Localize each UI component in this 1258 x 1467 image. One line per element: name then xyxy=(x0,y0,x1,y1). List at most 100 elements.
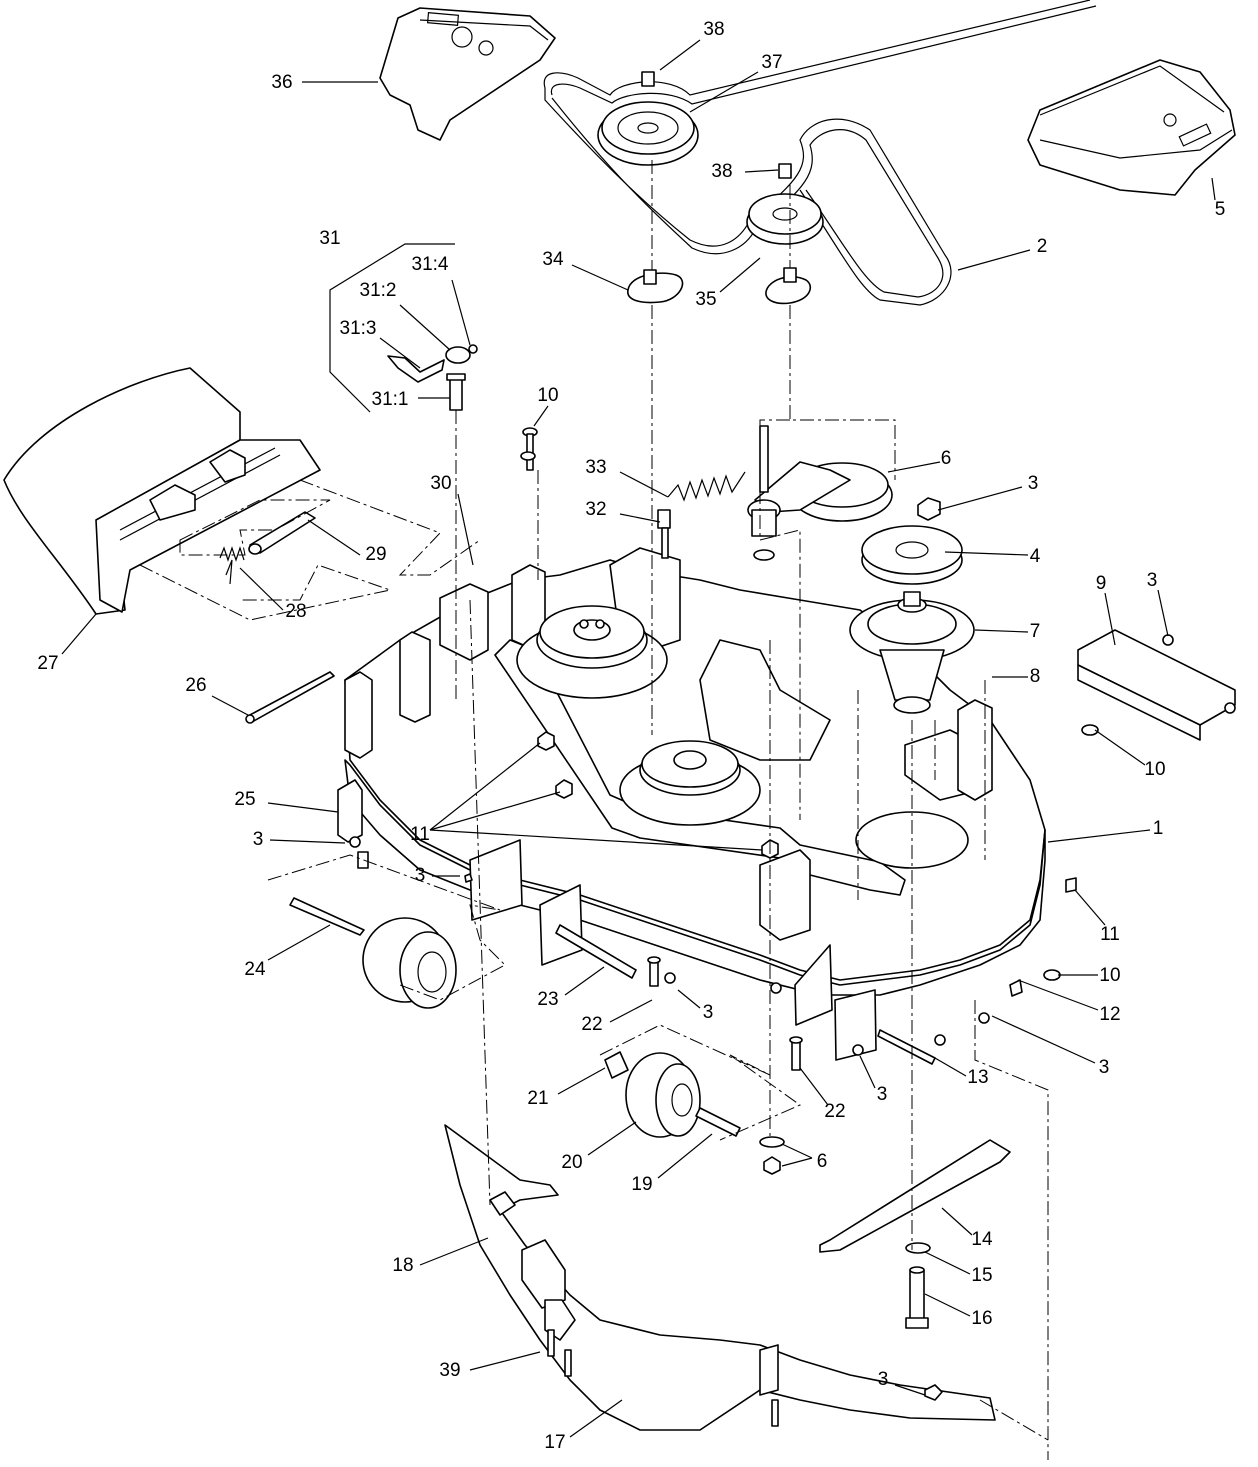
callout-label-c10b: 10 xyxy=(1144,759,1165,780)
caster-bracket-left xyxy=(464,839,637,979)
callout-label-c1: 1 xyxy=(1153,818,1164,839)
callout-label-c34: 34 xyxy=(542,249,564,270)
callout-leader-c24 xyxy=(267,924,331,961)
callout-label-c26: 26 xyxy=(185,675,206,696)
callout-label-c31_2: 31:2 xyxy=(360,280,397,301)
callout-leader-c16 xyxy=(924,1293,971,1317)
bracket-31 xyxy=(329,243,478,413)
callout-label-c3b: 3 xyxy=(1147,570,1158,591)
callout-label-c7: 7 xyxy=(1030,621,1041,642)
callout-label-c18: 18 xyxy=(392,1255,413,1276)
callout-leader-c10b xyxy=(1094,729,1146,766)
callout-leader-c34 xyxy=(571,264,629,291)
idler-pulley-37 xyxy=(597,71,699,166)
callout-leader-c3e xyxy=(677,989,701,1009)
spindle-right-7 xyxy=(849,591,975,714)
alignment-lines xyxy=(455,160,1049,1460)
callout-leader-c14 xyxy=(941,1207,973,1236)
discharge-chute xyxy=(3,367,321,615)
belt-cover-left xyxy=(379,7,556,141)
callout-leader-c39 xyxy=(469,1351,541,1371)
callout-leader-c11b xyxy=(1074,889,1106,926)
callout-label-c33: 33 xyxy=(585,457,606,478)
callout-leader-c30 xyxy=(457,493,474,566)
callout-leader-c28 xyxy=(239,567,284,611)
callout-leader-c31_2 xyxy=(399,304,451,351)
callout-leader-c37 xyxy=(689,71,759,113)
callout-label-c30: 30 xyxy=(430,473,451,494)
callout-leader-c31_4 xyxy=(451,279,471,346)
callout-label-c22a: 22 xyxy=(581,1014,602,1035)
callout-label-c5: 5 xyxy=(1215,199,1226,220)
callout-label-c6a: 6 xyxy=(941,448,952,469)
callout-label-c8: 8 xyxy=(1030,666,1041,687)
callout-label-c11a: 11 xyxy=(410,824,430,845)
bolt-32 xyxy=(657,509,671,559)
callout-label-c4: 4 xyxy=(1030,546,1041,567)
callout-leader-c21 xyxy=(557,1067,606,1095)
callout-label-c31: 31 xyxy=(319,228,340,249)
callout-leader-c6a xyxy=(887,461,941,473)
callout-label-c35: 35 xyxy=(695,289,716,310)
callout-leader-c22b xyxy=(799,1067,829,1106)
callout-label-c15: 15 xyxy=(971,1265,992,1286)
callout-leader-c17 xyxy=(569,1399,623,1438)
callout-label-c21: 21 xyxy=(527,1088,548,1109)
callout-leader-c2 xyxy=(957,249,1031,271)
callout-leader-c9 xyxy=(1104,592,1116,646)
callout-label-c38b: 38 xyxy=(711,161,732,182)
bolts-10 xyxy=(520,427,1099,981)
chute-dashed-box xyxy=(139,479,481,621)
callout-label-c13: 13 xyxy=(967,1067,988,1088)
rod-26 xyxy=(245,671,335,724)
callout-label-c31_3: 31:3 xyxy=(340,318,377,339)
callout-label-c22b: 22 xyxy=(824,1101,845,1122)
callout-label-c10a: 10 xyxy=(537,385,558,406)
callout-leader-c25 xyxy=(267,802,339,813)
callout-leader-c26 xyxy=(211,695,249,716)
callout-leader-c12 xyxy=(1017,979,1099,1011)
callout-label-c25: 25 xyxy=(234,789,255,810)
callout-label-c19: 19 xyxy=(631,1174,652,1195)
callout-leader-c3f xyxy=(991,1015,1096,1064)
callout-label-c2: 2 xyxy=(1037,236,1048,257)
callout-label-c31_4: 31:4 xyxy=(412,254,449,275)
pulley-4 xyxy=(861,525,963,585)
callout-label-c36: 36 xyxy=(271,72,292,93)
bracket-9 xyxy=(1077,629,1236,741)
spindle-center xyxy=(619,740,761,826)
callout-label-c3d: 3 xyxy=(415,865,426,886)
callout-leader-c3c xyxy=(269,839,346,844)
nut-3 xyxy=(917,497,941,521)
callout-leader-c31_3 xyxy=(379,337,421,369)
callout-label-c37: 37 xyxy=(761,52,782,73)
callout-label-c31_1: 31:1 xyxy=(372,389,409,410)
callout-leader-c13 xyxy=(934,1057,967,1077)
bolts-22-23 xyxy=(647,956,1023,1071)
callout-label-c27: 27 xyxy=(37,653,58,674)
bracket-25 xyxy=(337,779,369,869)
callout-leader-c3g xyxy=(859,1055,876,1089)
baffle-17 xyxy=(444,1124,996,1431)
callout-leader-c22a xyxy=(609,999,653,1023)
spring-33 xyxy=(667,471,746,502)
callout-label-c39: 39 xyxy=(439,1360,460,1381)
callout-leader-c33 xyxy=(619,471,669,498)
callout-label-c16: 16 xyxy=(971,1308,992,1329)
idler-arm-6 xyxy=(747,425,893,561)
callout-label-c14: 14 xyxy=(971,1229,993,1250)
spring-28 xyxy=(219,546,245,585)
callout-leader-c23 xyxy=(564,966,605,996)
caster-bracket-right xyxy=(794,944,936,1065)
callout-leader-c38a xyxy=(659,39,701,71)
callout-leader-c15 xyxy=(924,1251,971,1275)
callout-leader-c10a xyxy=(533,405,549,427)
callout-leader-c3a xyxy=(937,486,1023,511)
callout-label-c12: 12 xyxy=(1099,1004,1120,1025)
callout-label-c3f: 3 xyxy=(1099,1057,1110,1078)
caster-wheel-20 xyxy=(599,1024,802,1141)
callout-leader-c1 xyxy=(1047,829,1151,843)
callout-leader-c35 xyxy=(719,257,761,293)
callout-leader-c4 xyxy=(944,551,1029,556)
